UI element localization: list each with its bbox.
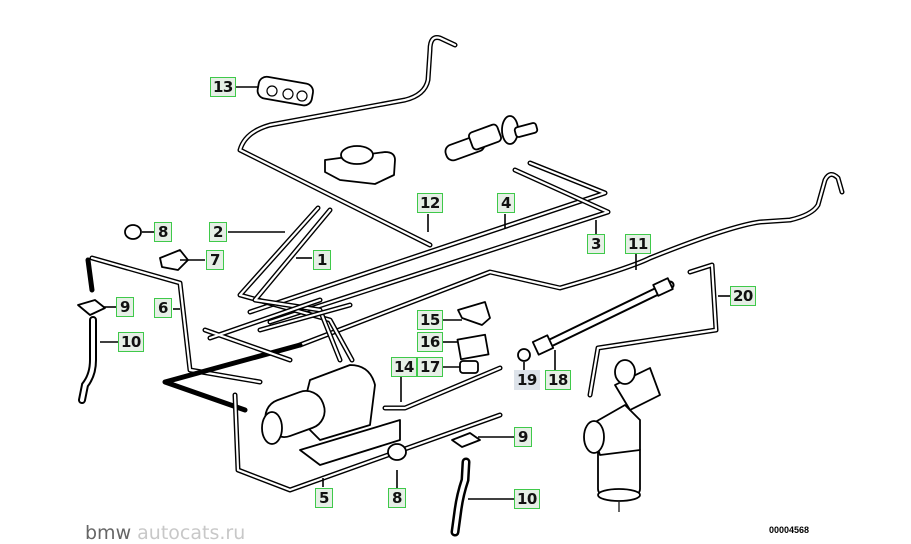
pipe-clip-13 xyxy=(256,75,314,107)
callout-20[interactable]: 20 xyxy=(730,286,756,306)
watermark-domain: autocats.ru xyxy=(131,522,246,544)
callout-1[interactable]: 1 xyxy=(313,250,331,270)
callout-3[interactable]: 3 xyxy=(587,234,605,254)
left-hose-assembly xyxy=(77,299,106,404)
callout-11[interactable]: 11 xyxy=(625,234,651,254)
callout-2[interactable]: 2 xyxy=(209,222,227,242)
callout-19[interactable]: 19 xyxy=(514,370,540,390)
pipe-11 xyxy=(297,172,845,348)
pipes-3-4 xyxy=(247,160,611,325)
callout-13[interactable]: 13 xyxy=(210,77,236,97)
pipes-1-2 xyxy=(237,205,355,363)
callout-9-left[interactable]: 9 xyxy=(116,297,134,317)
pipe-20 xyxy=(587,262,719,398)
leader-lines xyxy=(100,86,730,500)
diagram-id: 00004568 xyxy=(769,525,810,535)
callout-4[interactable]: 4 xyxy=(497,193,515,213)
watermark: bmw autocats.ru xyxy=(85,522,245,544)
callout-16[interactable]: 16 xyxy=(417,332,443,352)
callout-5[interactable]: 5 xyxy=(315,488,333,508)
callout-6[interactable]: 6 xyxy=(154,298,172,318)
master-cylinder xyxy=(444,115,539,162)
clip-7 xyxy=(159,249,189,271)
hydraulic-unit xyxy=(261,364,401,466)
callout-17[interactable]: 17 xyxy=(417,357,443,377)
clip-17 xyxy=(459,360,479,374)
watermark-brand: bmw xyxy=(85,522,132,544)
lower-hose-assembly xyxy=(450,432,481,537)
callout-7[interactable]: 7 xyxy=(206,250,224,270)
seal-ring-19 xyxy=(517,348,531,362)
callout-14[interactable]: 14 xyxy=(391,357,417,377)
callout-18[interactable]: 18 xyxy=(545,370,571,390)
callout-12[interactable]: 12 xyxy=(417,193,443,213)
bracket-15 xyxy=(457,301,491,326)
callout-8-lower[interactable]: 8 xyxy=(388,488,406,508)
callout-10-lower[interactable]: 10 xyxy=(514,489,540,509)
hose-18 xyxy=(531,277,675,356)
callout-15[interactable]: 15 xyxy=(417,310,443,330)
callout-9-lower[interactable]: 9 xyxy=(514,427,532,447)
brake-actuator xyxy=(583,359,661,512)
fluid-reservoir xyxy=(324,145,396,185)
grommet-lower xyxy=(387,443,407,461)
pipe-6 xyxy=(85,255,263,385)
pipe-long-top xyxy=(237,35,458,248)
callout-10-left[interactable]: 10 xyxy=(118,332,144,352)
grommet-upper xyxy=(124,224,142,240)
callout-8-upper[interactable]: 8 xyxy=(154,222,172,242)
pipe-14 xyxy=(382,365,503,411)
junction-block-16 xyxy=(456,333,490,361)
